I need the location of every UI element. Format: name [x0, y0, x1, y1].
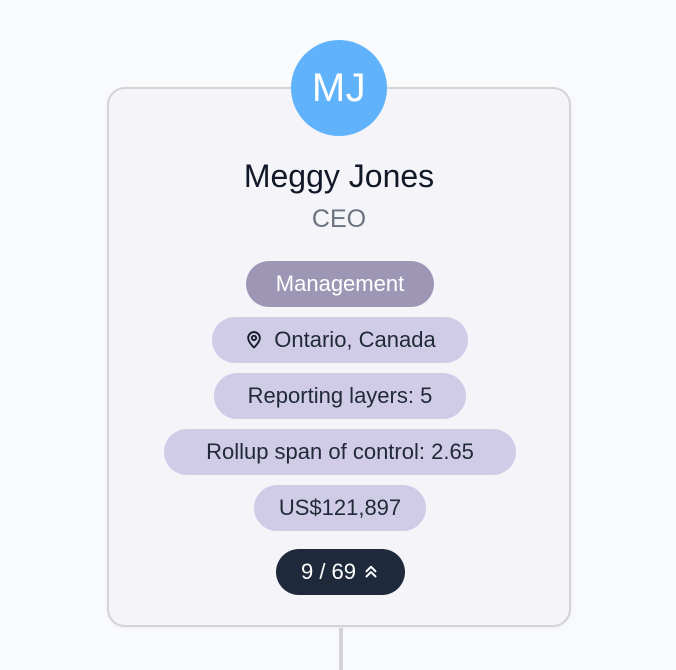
department-badge: Management: [246, 261, 434, 307]
rollup-span-label: Rollup span of control: 2.65: [206, 439, 474, 464]
connector-line: [339, 628, 343, 670]
department-label: Management: [275, 271, 405, 296]
employee-title: CEO: [311, 205, 367, 233]
direct-reports-toggle-button[interactable]: 9 / 69: [276, 549, 405, 595]
reporting-layers-badge: Reporting layers: 5: [214, 373, 466, 419]
map-pin-icon: [247, 331, 262, 349]
avatar-initials: MJ: [311, 65, 367, 110]
location-label: Ontario, Canada: [274, 327, 436, 352]
salary-badge: US$121,897: [254, 485, 426, 531]
reporting-layers-label: Reporting layers: 5: [247, 383, 433, 408]
reports-count-label: 9 / 69: [300, 559, 357, 584]
location-badge: Ontario, Canada: [212, 317, 468, 363]
rollup-span-badge: Rollup span of control: 2.65: [164, 429, 516, 475]
employee-name: Meggy Jones: [243, 158, 435, 194]
salary-label: US$121,897: [278, 495, 402, 520]
avatar: MJ: [291, 40, 387, 136]
chevron-up-icon: [365, 565, 377, 578]
